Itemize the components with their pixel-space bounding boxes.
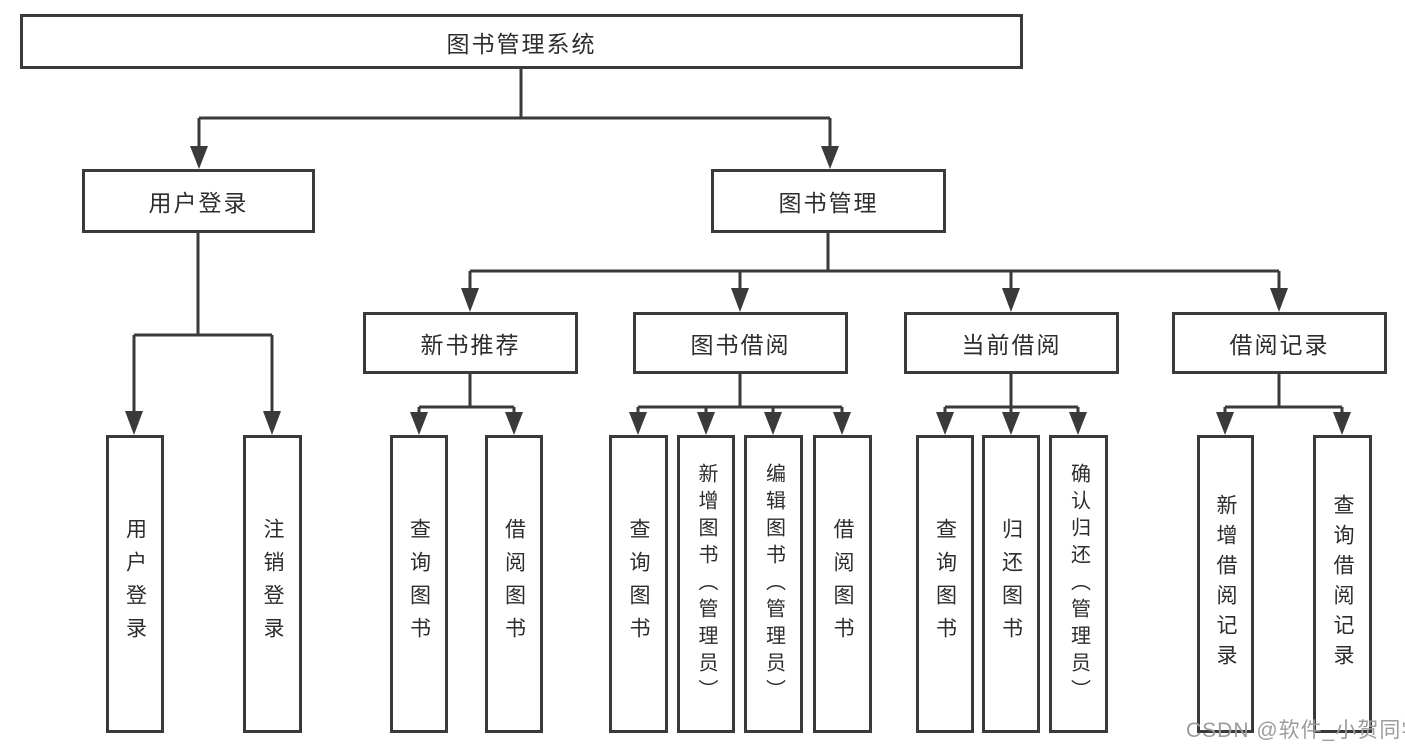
arrow-icon bbox=[1333, 412, 1351, 435]
leaf-edit-book-admin: 编辑图书（管理员） bbox=[744, 435, 803, 733]
leaf-label: 确认归还（管理员） bbox=[1067, 462, 1090, 706]
connector-recommend-to-leaves bbox=[417, 374, 516, 414]
leaf-borrow-book: 借阅图书 bbox=[813, 435, 872, 733]
arrow-icon bbox=[1002, 412, 1020, 435]
arrow-icon bbox=[764, 412, 782, 435]
arrow-icon bbox=[1270, 288, 1288, 312]
leaf-query-book-current: 查询图书 bbox=[916, 435, 974, 733]
arrow-icon bbox=[1002, 288, 1020, 312]
connector-records-to-leaves bbox=[1223, 374, 1344, 414]
arrow-icon bbox=[263, 411, 281, 435]
arrow-icon bbox=[697, 412, 715, 435]
leaf-label: 查询图书 bbox=[407, 518, 431, 650]
arrow-icon bbox=[833, 412, 851, 435]
leaf-label: 用户登录 bbox=[123, 518, 147, 650]
leaf-user-login: 用户登录 bbox=[106, 435, 164, 733]
arrowheads bbox=[125, 146, 1351, 435]
leaf-query-borrow-record: 查询借阅记录 bbox=[1313, 435, 1372, 733]
leaf-label: 编辑图书（管理员） bbox=[762, 462, 785, 706]
connector-borrow-to-leaves bbox=[636, 374, 844, 414]
arrow-icon bbox=[410, 412, 428, 435]
csdn-watermark: CSDN @软件_小贺同学 bbox=[1186, 719, 1405, 742]
node-current-borrowing: 当前借阅 bbox=[904, 312, 1119, 374]
arrow-icon bbox=[190, 146, 208, 169]
arrow-icon bbox=[1216, 412, 1234, 435]
connector-current-to-leaves bbox=[943, 374, 1080, 414]
node-borrow-records: 借阅记录 bbox=[1172, 312, 1387, 374]
arrow-icon bbox=[461, 288, 479, 312]
leaf-logout-login: 注销登录 bbox=[243, 435, 302, 733]
arrow-icon bbox=[731, 288, 749, 312]
arrow-icon bbox=[125, 411, 143, 435]
leaf-query-book-recommend: 查询图书 bbox=[390, 435, 448, 733]
leaf-query-book-borrowing: 查询图书 bbox=[609, 435, 668, 733]
leaf-add-book-admin: 新增图书（管理员） bbox=[677, 435, 735, 733]
arrow-icon bbox=[821, 146, 839, 169]
leaf-return-book: 归还图书 bbox=[982, 435, 1040, 733]
node-book-management: 图书管理 bbox=[711, 169, 946, 233]
arrow-icon bbox=[1069, 412, 1087, 435]
leaf-label: 新增图书（管理员） bbox=[695, 462, 717, 706]
leaf-label: 注销登录 bbox=[261, 518, 284, 650]
leaf-label: 查询借阅记录 bbox=[1331, 494, 1354, 674]
leaf-label: 查询图书 bbox=[933, 518, 957, 650]
arrow-icon bbox=[936, 412, 954, 435]
arrow-icon bbox=[505, 412, 523, 435]
connector-root-to-level2 bbox=[197, 69, 832, 148]
leaf-confirm-return-admin: 确认归还（管理员） bbox=[1049, 435, 1108, 733]
leaf-label: 借阅图书 bbox=[502, 518, 526, 650]
node-user-login: 用户登录 bbox=[82, 169, 315, 233]
arrow-icon bbox=[629, 412, 647, 435]
leaf-label: 查询图书 bbox=[627, 518, 650, 650]
leaf-add-borrow-record: 新增借阅记录 bbox=[1197, 435, 1254, 733]
connector-login-to-leaves bbox=[132, 233, 274, 413]
node-library-management-system: 图书管理系统 bbox=[20, 14, 1023, 69]
leaf-label: 新增借阅记录 bbox=[1214, 494, 1237, 674]
node-new-book-recommend: 新书推荐 bbox=[363, 312, 578, 374]
connector-mgmt-to-level3 bbox=[468, 233, 1281, 290]
leaf-borrow-book-recommend: 借阅图书 bbox=[485, 435, 543, 733]
leaf-label: 归还图书 bbox=[999, 518, 1023, 650]
node-book-borrowing: 图书借阅 bbox=[633, 312, 848, 374]
leaf-label: 借阅图书 bbox=[831, 518, 854, 650]
